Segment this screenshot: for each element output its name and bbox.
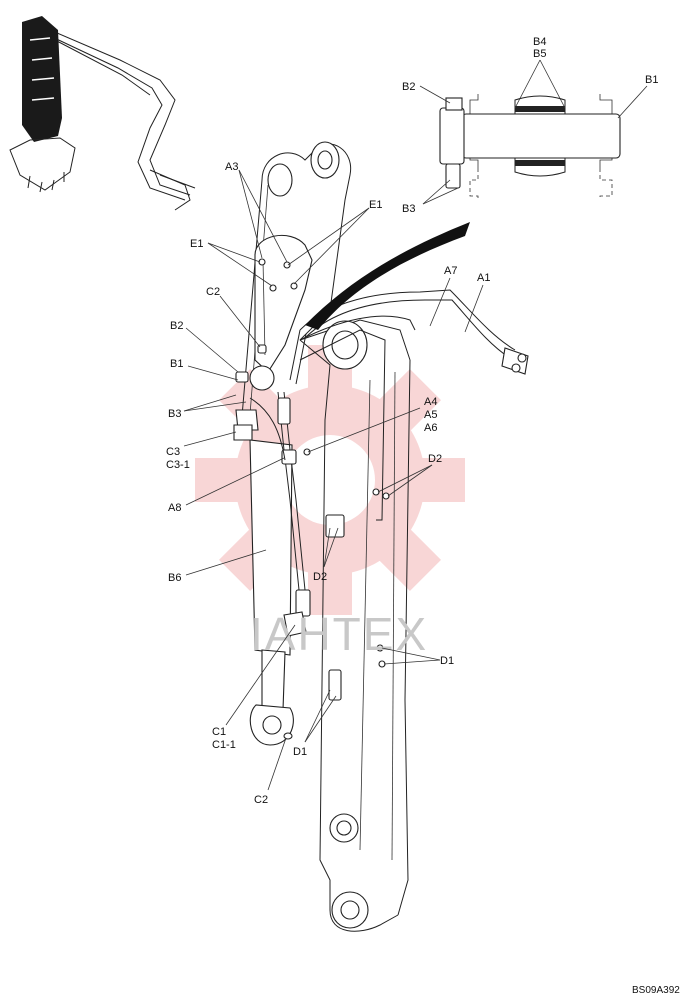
- callout-a6: A6: [424, 422, 437, 434]
- callout-b4: B4: [533, 36, 546, 48]
- drawing-code: BS09A392: [632, 985, 680, 996]
- leader-lines: [183, 59, 648, 791]
- callout-e1-right: E1: [369, 199, 382, 211]
- callout-a8: A8: [168, 502, 181, 514]
- small-parts: [303, 448, 390, 701]
- callout-b1-top: B1: [645, 74, 658, 86]
- callout-c1: C1: [212, 726, 226, 738]
- pin-detail-view: [439, 94, 621, 200]
- callout-b2-top: B2: [402, 81, 415, 93]
- callout-a5: A5: [424, 409, 437, 421]
- callout-c3: C3: [166, 446, 180, 458]
- callout-b3-top: B3: [402, 203, 415, 215]
- callout-a3: A3: [225, 161, 238, 173]
- pin-assembly: [233, 344, 275, 441]
- callout-c1-1: C1-1: [212, 739, 236, 751]
- callout-c2-bottom: C2: [254, 794, 268, 806]
- callout-a1: A1: [477, 272, 490, 284]
- callout-c2-top: C2: [206, 286, 220, 298]
- callout-d2-mid: D2: [313, 571, 327, 583]
- callout-d2-right: D2: [428, 453, 442, 465]
- watermark-gear-icon: [195, 345, 465, 615]
- callout-a4: A4: [424, 396, 437, 408]
- callout-b3: B3: [168, 408, 181, 420]
- arm-structure: [239, 141, 411, 932]
- callout-b1: B1: [170, 358, 183, 370]
- hydraulic-cylinder: [249, 439, 294, 746]
- callout-a7: A7: [444, 265, 457, 277]
- callout-c3-1: C3-1: [166, 459, 190, 471]
- hydraulic-hoses: [249, 222, 529, 637]
- callout-labels: B4 B5 B2 B1 B3 A3 E1 E1 A7 A1 C2 B2 B1 B…: [166, 36, 658, 806]
- link-plate: [254, 235, 313, 373]
- callout-d1-right: D1: [440, 655, 454, 667]
- callout-d1-mid: D1: [293, 746, 307, 758]
- excavator-thumbnail: [9, 16, 196, 211]
- callout-b6: B6: [168, 572, 181, 584]
- callout-b2: B2: [170, 320, 183, 332]
- callout-e1-left: E1: [190, 238, 203, 250]
- callout-b5: B5: [533, 48, 546, 60]
